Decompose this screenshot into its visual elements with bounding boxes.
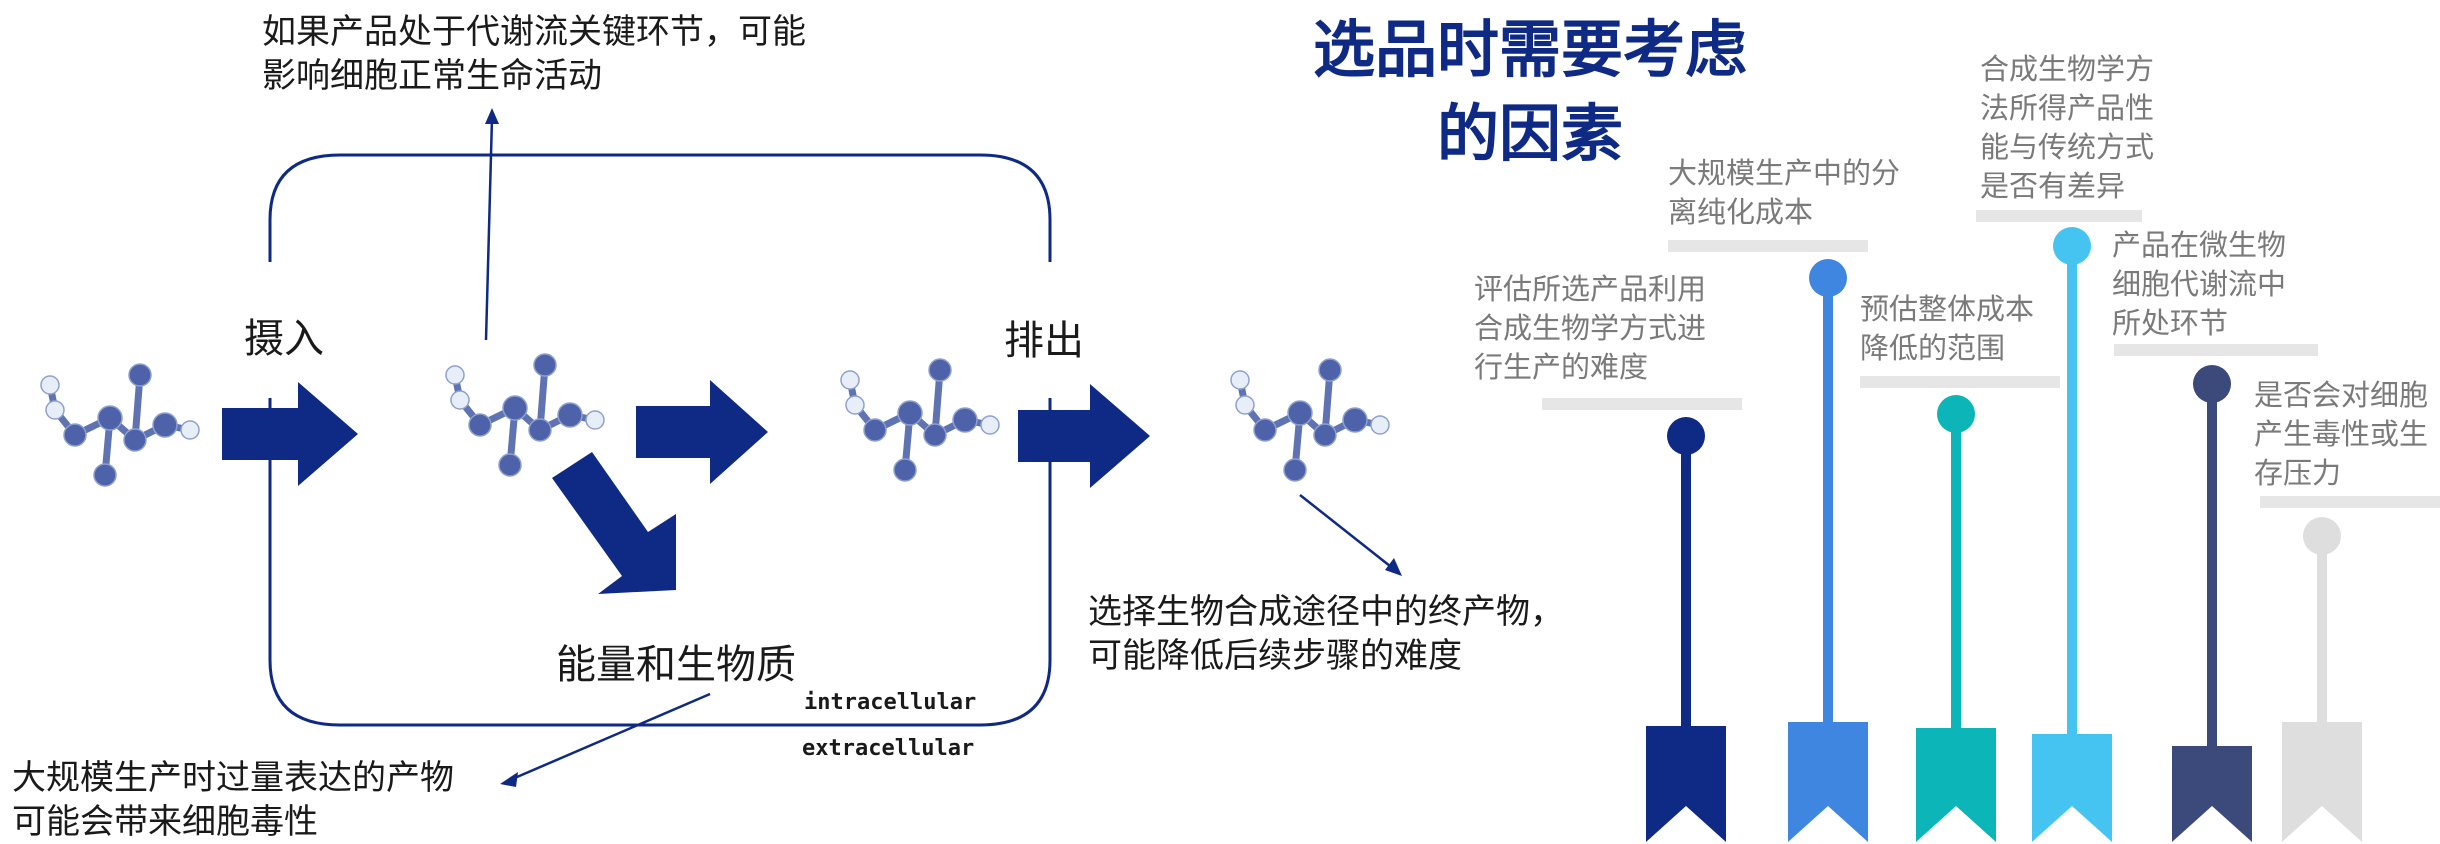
molecule-atom xyxy=(128,363,152,387)
excrete-arrow xyxy=(1018,384,1150,488)
molecule-atom xyxy=(840,370,860,390)
molecule-atom xyxy=(557,402,583,428)
molecule-atom xyxy=(97,405,123,431)
cell-boundary xyxy=(268,153,1052,262)
factor-4-bar xyxy=(1976,210,2142,222)
factor-flag xyxy=(1788,722,1868,842)
molecule xyxy=(40,363,200,487)
annotation-arrows xyxy=(484,108,1402,787)
factor-flag xyxy=(2032,734,2112,842)
molecule-atom xyxy=(502,395,528,421)
molecule-atom xyxy=(845,395,865,415)
molecules xyxy=(40,353,1390,487)
intake-arrow xyxy=(222,382,358,486)
intake-label: 摄入 xyxy=(244,316,324,362)
factor-4-text: 合成生物学方 法所得产品性 能与传统方式 是否有差异 xyxy=(1980,52,2155,203)
molecule-atom xyxy=(93,463,117,487)
energy-label: 能量和生物质 xyxy=(556,642,796,688)
molecule-atom xyxy=(897,400,923,426)
molecule-atom xyxy=(468,413,492,437)
factor-pole xyxy=(1951,414,1961,728)
molecule-atom xyxy=(1342,407,1368,433)
factor-flag xyxy=(1646,726,1726,842)
molecule-atom xyxy=(1230,370,1250,390)
molecule xyxy=(1230,358,1390,482)
flow-arrow-1 xyxy=(636,380,768,484)
factor-6-text: 是否会对细胞 产生毒性或生 存压力 xyxy=(2254,378,2429,490)
molecule-atom xyxy=(1283,458,1307,482)
energy-arrow xyxy=(552,452,676,594)
note-bottom-left: 大规模生产时过量表达的产物 可能会带来细胞毒性 xyxy=(12,758,454,842)
molecule-atom xyxy=(1318,358,1342,382)
molecule-atom xyxy=(585,410,605,430)
factor-pole xyxy=(1823,278,1833,722)
molecule-atom xyxy=(1287,400,1313,426)
molecule-atom xyxy=(498,453,522,477)
factor-flag xyxy=(2282,722,2362,842)
factor-6-bar xyxy=(2260,496,2440,508)
molecule-atom xyxy=(40,375,60,395)
molecule-atom xyxy=(893,458,917,482)
molecule-atom xyxy=(45,400,65,420)
molecule-atom xyxy=(528,418,552,442)
factor-2-text: 大规模生产中的分 离纯化成本 xyxy=(1668,156,1901,229)
molecule-atom xyxy=(123,428,147,452)
cell-boundary-lower xyxy=(268,398,1052,727)
note-right: 选择生物合成途径中的终产物， 可能降低后续步骤的难度 xyxy=(1088,592,1564,676)
molecule-atom xyxy=(1235,395,1255,415)
factor-flag xyxy=(1916,728,1996,842)
factor-3-text: 预估整体成本 降低的范围 xyxy=(1860,292,2035,365)
metabolic-flow-diagram xyxy=(40,108,1402,787)
molecule-atom xyxy=(445,365,465,385)
molecule xyxy=(840,358,1000,482)
intracellular-label: intracellular xyxy=(804,690,977,715)
note-top: 如果产品处于代谢流关键环节，可能 影响细胞正常生命活动 xyxy=(262,12,806,96)
factor-pole xyxy=(2317,536,2327,722)
factor-2-bar xyxy=(1668,240,1868,252)
factor-3-bar xyxy=(1860,376,2060,388)
molecule-atom xyxy=(1313,423,1337,447)
molecule-atom xyxy=(928,358,952,382)
factor-5-bar xyxy=(2114,344,2318,356)
molecule-atom xyxy=(180,420,200,440)
molecule-atom xyxy=(152,412,178,438)
factor-flag xyxy=(2172,746,2252,842)
extracellular-label: extracellular xyxy=(802,736,975,761)
molecule-atom xyxy=(863,418,887,442)
molecule-atom xyxy=(1253,418,1277,442)
molecule-atom xyxy=(63,423,87,447)
molecule-atom xyxy=(1370,415,1390,435)
molecule-atom xyxy=(952,407,978,433)
factor-5-text: 产品在微生物 细胞代谢流中 所处环节 xyxy=(2112,228,2287,340)
factor-1-text: 评估所选产品利用 合成生物学方式进 行生产的难度 xyxy=(1474,272,1707,384)
molecule-atom xyxy=(533,353,557,377)
factor-pole xyxy=(2207,384,2217,746)
molecule-atom xyxy=(450,390,470,410)
factor-pole xyxy=(1681,436,1691,726)
molecule xyxy=(445,353,605,477)
factors-title: 选品时需要考虑 的因素 xyxy=(1312,13,1747,170)
molecule-atom xyxy=(923,423,947,447)
molecule-atom xyxy=(980,415,1000,435)
excrete-label: 排出 xyxy=(1004,318,1084,364)
factor-1-bar xyxy=(1542,398,1742,410)
factor-pole xyxy=(2067,246,2077,734)
